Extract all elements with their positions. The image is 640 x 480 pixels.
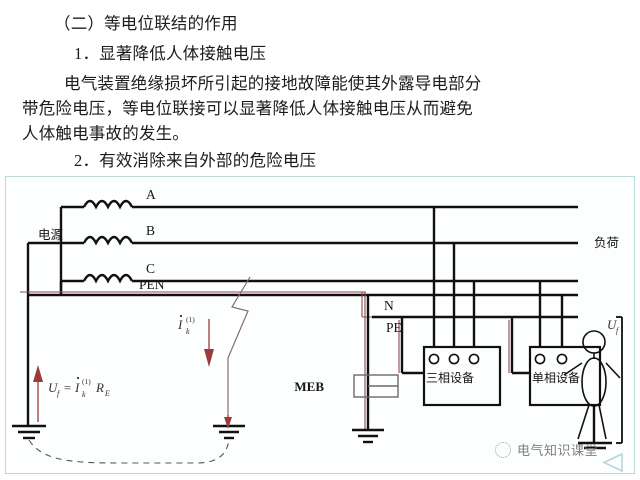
body-line-1: 电气装置绝缘损坏所引起的接地故障能使其外露导电部分 <box>64 74 482 93</box>
ground-symbol-source <box>12 424 46 440</box>
person-torso <box>581 357 607 407</box>
phase-b-label: B <box>146 223 155 238</box>
touch-voltage-subscript: f <box>616 326 620 335</box>
touch-voltage-arrow-left <box>33 365 43 422</box>
source-group <box>26 205 84 426</box>
phase-c-label: C <box>146 261 155 276</box>
fault-current-superscript: (1) <box>186 315 195 324</box>
touch-voltage-bracket <box>616 316 623 444</box>
phasor-dot-i <box>179 314 183 318</box>
corner-triangle-icon <box>602 452 623 473</box>
person-arm-right <box>605 362 621 379</box>
formula-r-sub: E <box>104 389 110 398</box>
person-leg-left <box>577 404 590 440</box>
formula-i-sub: k <box>82 390 86 399</box>
tn-c-s-system-diagram: 三相设备 单相设备 MEB <box>5 176 635 474</box>
meb-label: MEB <box>294 379 324 394</box>
section-heading: （二）等电位联结的作用 <box>54 14 238 33</box>
three-phase-equipment-box: 三相设备 <box>422 345 502 407</box>
pen-label: PEN <box>139 277 165 292</box>
formula-u-sub: f <box>57 389 61 398</box>
fault-current-subscript: k <box>186 327 190 336</box>
body-line-2: 带危险电压，等电位联接可以显著降低人体接触电压从而避免 <box>22 99 473 118</box>
touch-voltage-label-group: U f <box>607 317 620 335</box>
pe-label: PE <box>386 320 402 335</box>
formula-i-sup: (1) <box>82 377 91 386</box>
formula-equals: = <box>63 380 72 395</box>
fault-current-arrow <box>204 319 214 367</box>
circle-dotted-icon <box>495 441 511 458</box>
fault-current-label-group: I k (1) <box>177 314 195 336</box>
person-arm-left <box>563 362 583 376</box>
touch-voltage-formula: U f = I k (1) R E <box>48 376 110 399</box>
fault-arrow-head <box>224 417 232 429</box>
terminal-l <box>534 353 546 365</box>
winding-coil-b <box>82 235 134 246</box>
person-head <box>582 330 606 354</box>
watermark: 电气知识课堂 <box>495 440 598 459</box>
terminal-a <box>428 353 440 365</box>
touch-voltage-arrow-head <box>33 365 43 382</box>
terminal-b <box>448 353 460 365</box>
formula-r: R <box>95 380 104 395</box>
phase-a-label: A <box>146 187 156 202</box>
watermark-text: 电气知识课堂 <box>517 443 599 458</box>
terminal-c <box>468 353 480 365</box>
single-phase-equipment-box: 单相设备 <box>528 345 602 407</box>
winding-coil-c <box>82 273 134 284</box>
ground-symbol-person <box>578 441 612 450</box>
person-figure <box>563 330 621 442</box>
meb-bar: MEB <box>294 374 399 398</box>
ground-symbol-meb <box>352 428 384 444</box>
load-label: 负荷 <box>594 236 619 250</box>
point-2-heading: 2．有效消除来自外部的危险电压 <box>74 151 317 170</box>
phasor-dot-formula <box>76 376 80 380</box>
source-label: 电源 <box>38 228 64 242</box>
terminal-n <box>556 353 568 365</box>
single-phase-equipment-label: 单相设备 <box>532 371 580 385</box>
three-phase-equipment-label: 三相设备 <box>426 371 474 385</box>
n-label: N <box>384 298 394 313</box>
ground-symbol-fault <box>213 424 245 440</box>
body-line-3: 人体触电事故的发生。 <box>22 124 189 143</box>
fault-current-arrow-head <box>204 349 214 367</box>
touch-voltage-label: U <box>607 317 618 332</box>
formula-i: I <box>74 380 80 395</box>
fault-arc-lightning <box>224 276 251 429</box>
formula-u: U <box>48 380 59 395</box>
earth-return-dashed-path <box>28 439 230 464</box>
fault-current-label: I <box>177 317 183 332</box>
winding-coil-a <box>82 199 134 210</box>
article-text-block: （二）等电位联结的作用 1．显著降低人体接触电压 电气装置绝缘损坏所引起的接地故… <box>0 0 640 172</box>
point-1-heading: 1．显著降低人体接触电压 <box>74 44 267 63</box>
person-leg-right <box>598 404 607 440</box>
